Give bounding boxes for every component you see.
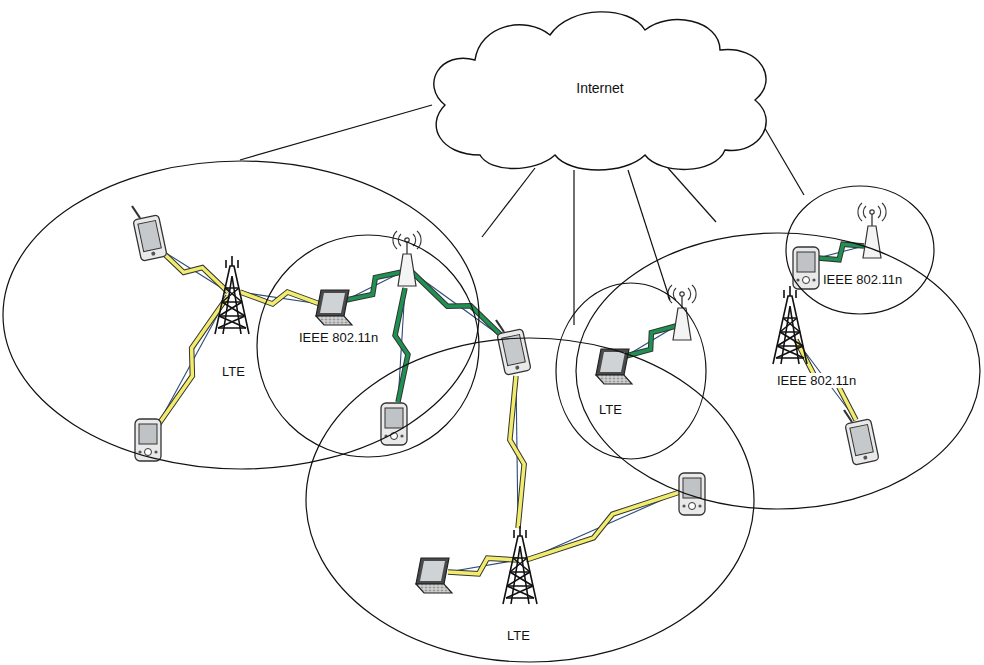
lte-cell-outline (305, 337, 755, 663)
coverage-ellipse (257, 235, 479, 457)
link-baseline (626, 326, 676, 356)
wireless-links (156, 244, 864, 574)
link-zigzag (158, 248, 228, 292)
network-label: IEEE 802.11n (822, 272, 903, 287)
link-baseline (240, 292, 320, 304)
lte-cell: IEEE 802.11n (575, 232, 981, 510)
network-label: IEEE 802.11n (298, 330, 379, 345)
tablet-device (844, 410, 879, 465)
cloud-shape (434, 12, 766, 170)
link-zigzag (240, 292, 320, 304)
access-point (858, 203, 886, 258)
coverage-ellipse (576, 233, 980, 509)
network-label: IEEE 802.11n (776, 373, 857, 388)
link-baseline (156, 296, 228, 428)
network-connection (240, 105, 432, 160)
link-zigzag (346, 272, 402, 300)
link-zigzag (818, 244, 864, 259)
link-zigzag (626, 326, 676, 356)
link-baseline (346, 272, 402, 300)
network-connection (573, 170, 574, 325)
link-zigzag (156, 296, 228, 428)
network-connection (668, 168, 716, 222)
pda-device (381, 403, 407, 445)
link-zigzag-outline (818, 244, 864, 259)
tablet-device (496, 320, 531, 375)
pda-device (679, 473, 705, 515)
link-zigzag-outline (156, 296, 228, 428)
link-zigzag-outline (158, 248, 228, 292)
link-zigzag (395, 288, 408, 402)
link-zigzag-outline (395, 288, 408, 402)
wifi-cell: LTE (555, 282, 707, 460)
laptop-device (416, 558, 452, 593)
link-zigzag (448, 558, 518, 574)
link-zigzag-outline (448, 558, 518, 574)
internet-cloud: Internet (420, 5, 780, 172)
network-label: LTE (506, 628, 531, 643)
laptop-device (316, 290, 352, 325)
lte-cell-outline (2, 160, 480, 470)
lte-cell: LTE (2, 160, 480, 470)
link-zigzag-outline (626, 326, 676, 356)
network-connection (760, 120, 804, 195)
network-label: LTE (598, 402, 623, 417)
link-zigzag-outline (346, 272, 402, 300)
link-zigzag (526, 492, 680, 560)
link-zigzag-outline (526, 492, 680, 560)
wifi-cell: IEEE 802.11n (785, 185, 935, 315)
link-baseline (526, 492, 680, 560)
network-label: LTE (221, 364, 246, 379)
wifi-cell-outline (785, 185, 935, 315)
link-zigzag-outline (510, 376, 524, 528)
coverage-ellipse (306, 338, 754, 662)
link-zigzag-outline (240, 292, 320, 304)
cloud-label: Internet (575, 81, 624, 96)
wifi-cell: IEEE 802.11n (256, 234, 480, 458)
lte-cell-outline (575, 232, 981, 510)
wifi-cell-outline (256, 234, 480, 458)
lte-tower (503, 526, 537, 604)
lte-tower (215, 256, 249, 334)
link-zigzag (510, 376, 524, 528)
network-connection (482, 168, 535, 237)
link-baseline (158, 248, 228, 292)
access-point (668, 285, 696, 340)
wifi-cell-outline (555, 282, 707, 460)
lte-cell: LTE (305, 337, 755, 663)
network-connection (628, 170, 670, 300)
coverage-ellipse (3, 161, 479, 469)
coverage-ellipse (786, 186, 934, 314)
tablet-device (132, 206, 167, 261)
lte-tower (773, 286, 807, 364)
coverage-ellipse (556, 283, 706, 459)
